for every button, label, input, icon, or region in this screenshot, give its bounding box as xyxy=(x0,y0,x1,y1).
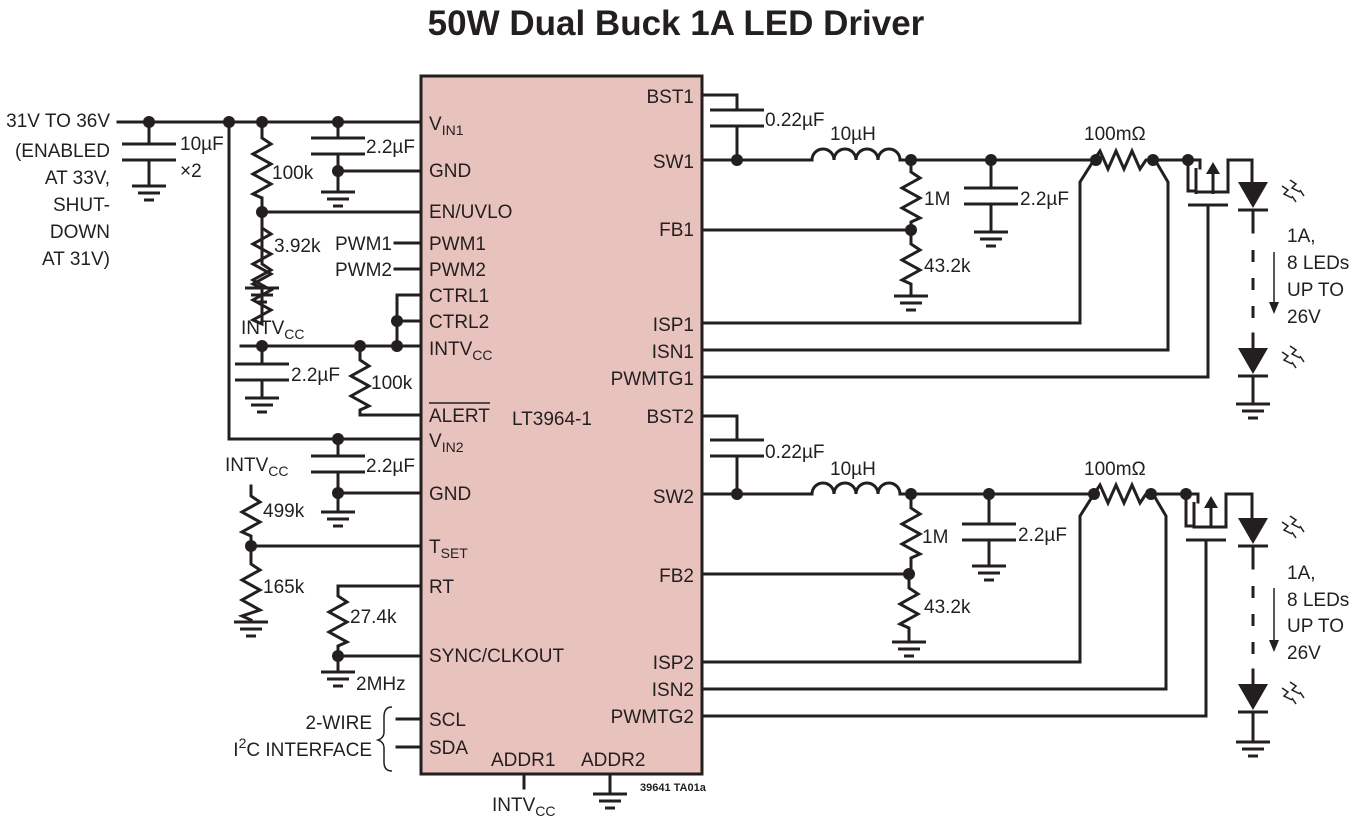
addr1-intvcc-label: INTVCC xyxy=(492,795,556,819)
pin-vin2: VIN2 xyxy=(429,431,464,455)
en-uvlo-divider: 100k 3.92k xyxy=(243,120,423,327)
pin-ctrl2: CTRL2 xyxy=(429,312,489,333)
svg-text:27.4k: 27.4k xyxy=(350,607,397,628)
ic-name: LT3964-1 xyxy=(512,409,592,430)
svg-text:165k: 165k xyxy=(263,577,305,598)
pin-vin1: VIN1 xyxy=(429,114,464,138)
svg-text:AT 31V): AT 31V) xyxy=(42,249,110,270)
figure-code: 39641 TA01a xyxy=(640,782,707,794)
svg-text:100mΩ: 100mΩ xyxy=(1084,124,1146,145)
svg-text:2.2µF: 2.2µF xyxy=(291,365,340,386)
pin-addr2: ADDR2 xyxy=(581,750,645,771)
ctrl-tie xyxy=(395,293,423,348)
diagram-title: 50W Dual Buck 1A LED Driver xyxy=(428,4,925,43)
svg-text:43.2k: 43.2k xyxy=(924,256,971,277)
svg-text:2.2µF: 2.2µF xyxy=(1018,525,1067,546)
svg-text:8 LEDs: 8 LEDs xyxy=(1287,590,1349,611)
i2c-interface: 2-WIRE I2C INTERFACE xyxy=(233,706,423,772)
vin2-wire xyxy=(227,120,423,441)
pin-pwmtg1: PWMTG1 xyxy=(611,369,694,390)
svg-text:1M: 1M xyxy=(922,527,948,548)
vin2-capacitor: 2.2µF xyxy=(311,433,423,528)
pin-bst2: BST2 xyxy=(646,407,694,428)
svg-text:INTVCC: INTVCC xyxy=(225,455,289,479)
svg-text:100k: 100k xyxy=(272,163,314,184)
pin-gnd2: GND xyxy=(429,484,471,505)
svg-text:0.22µF: 0.22µF xyxy=(765,442,825,463)
ic-body xyxy=(419,74,704,776)
pin-sw2: SW2 xyxy=(653,487,694,508)
pin-alert: ALERT xyxy=(429,406,490,427)
pin-isn1: ISN1 xyxy=(652,342,694,363)
intvcc-network: INTVCC 2.2µF 100k xyxy=(235,318,423,417)
svg-text:2.2µF: 2.2µF xyxy=(1020,189,1069,210)
right-pin-labels: BST1 SW1 FB1 ISP1 ISN1 PWMTG1 BST2 SW2 F… xyxy=(611,87,694,728)
pin-tset: TSET xyxy=(429,537,468,561)
svg-text:2MHz: 2MHz xyxy=(356,674,406,695)
pin-ctrl1: CTRL1 xyxy=(429,286,489,307)
svg-text:2.2µF: 2.2µF xyxy=(366,137,415,158)
pwm1-input-label: PWM1 xyxy=(335,234,392,255)
svg-text:2-WIRE: 2-WIRE xyxy=(306,713,373,734)
pin-gnd1: GND xyxy=(429,161,471,182)
svg-text:1A,: 1A, xyxy=(1287,563,1316,584)
pin-fb1: FB1 xyxy=(659,220,694,241)
svg-text:3.92k: 3.92k xyxy=(274,236,321,257)
pin-intvcc: INTVCC xyxy=(429,339,493,363)
svg-text:1M: 1M xyxy=(924,189,950,210)
pin-fb2: FB2 xyxy=(659,566,694,587)
svg-text:10µH: 10µH xyxy=(830,124,876,145)
pin-isn2: ISN2 xyxy=(652,680,694,701)
svg-text:DOWN: DOWN xyxy=(50,222,110,243)
pin-pwm1: PWM1 xyxy=(429,234,486,255)
channel-2: 0.22µF 10µH 100mΩ 1M 43.2k 2.2µF xyxy=(700,414,1349,758)
pin-pwm2: PWM2 xyxy=(429,260,486,281)
pin-bst1: BST1 xyxy=(646,87,694,108)
pin-sync-clkout: SYNC/CLKOUT xyxy=(429,646,565,667)
pwm2-input-label: PWM2 xyxy=(335,260,392,281)
svg-text:×2: ×2 xyxy=(180,161,202,182)
svg-text:499k: 499k xyxy=(263,501,305,522)
svg-text:26V: 26V xyxy=(1287,643,1321,664)
pin-pwmtg2: PWMTG2 xyxy=(611,707,694,728)
svg-text:I2C INTERFACE: I2C INTERFACE xyxy=(233,735,372,761)
svg-text:INTVCC: INTVCC xyxy=(241,318,305,342)
input-voltage-label: 31V TO 36V (ENABLED AT 33V, SHUT- DOWN A… xyxy=(6,111,110,270)
svg-text:31V TO 36V: 31V TO 36V xyxy=(6,111,110,132)
svg-text:26V: 26V xyxy=(1287,307,1321,328)
vin1-capacitor: 2.2µF xyxy=(311,120,423,208)
svg-text:0.22µF: 0.22µF xyxy=(765,110,825,131)
pin-sw1: SW1 xyxy=(653,152,694,173)
svg-text:(ENABLED: (ENABLED xyxy=(15,141,110,162)
svg-text:100mΩ: 100mΩ xyxy=(1084,459,1146,480)
svg-text:1A,: 1A, xyxy=(1287,226,1316,247)
input-capacitor: 10µF ×2 xyxy=(122,120,224,202)
svg-text:2.2µF: 2.2µF xyxy=(366,456,415,477)
svg-text:100k: 100k xyxy=(371,373,413,394)
svg-text:SHUT-: SHUT- xyxy=(53,195,110,216)
svg-text:UP TO: UP TO xyxy=(1287,280,1344,301)
svg-text:8 LEDs: 8 LEDs xyxy=(1287,253,1349,274)
pin-en-uvlo: EN/UVLO xyxy=(429,202,512,223)
svg-text:43.2k: 43.2k xyxy=(924,597,971,618)
svg-text:10µF: 10µF xyxy=(180,134,224,155)
svg-text:10µH: 10µH xyxy=(830,459,876,480)
pin-rt: RT xyxy=(429,577,454,598)
svg-text:AT 33V,: AT 33V, xyxy=(45,168,110,189)
pin-sda: SDA xyxy=(429,738,468,759)
pin-scl: SCL xyxy=(429,710,466,731)
rt-resistor: 27.4k 2MHz xyxy=(319,584,423,695)
channel-1: 0.22µF 10µH 100mΩ 1M 43.2k 2.2µF xyxy=(700,93,1349,420)
pin-addr1: ADDR1 xyxy=(491,750,555,771)
pin-isp2: ISP2 xyxy=(653,653,694,674)
pin-isp1: ISP1 xyxy=(653,315,694,336)
svg-text:UP TO: UP TO xyxy=(1287,616,1344,637)
tset-divider: INTVCC 499k 165k xyxy=(225,455,423,638)
left-pin-labels: VIN1 GND EN/UVLO PWM1 PWM2 CTRL1 CTRL2 I… xyxy=(429,114,565,759)
